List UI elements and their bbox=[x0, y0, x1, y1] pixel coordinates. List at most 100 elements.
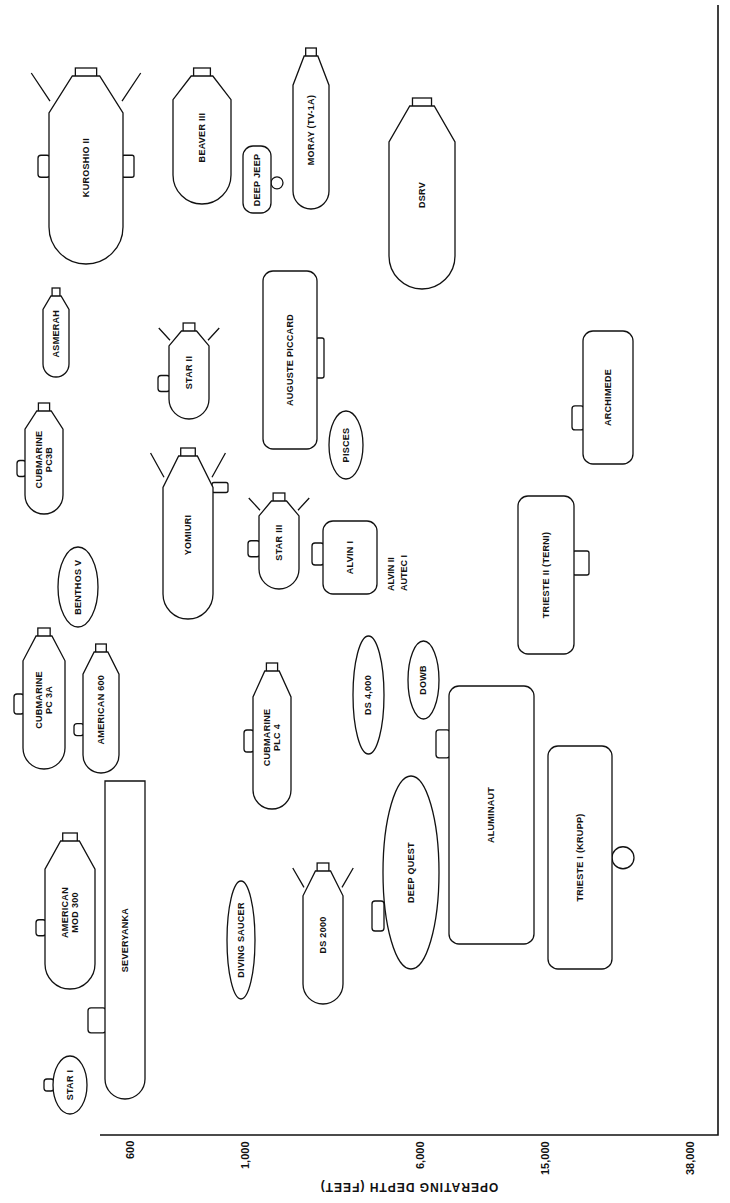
axis-title: OPERATING DEPTH (FEET) bbox=[320, 1180, 498, 1194]
submersible: DEEP QUEST bbox=[382, 775, 440, 970]
depth-tick-label: 38,000 bbox=[684, 1141, 696, 1175]
sail bbox=[38, 155, 50, 177]
axis-line bbox=[100, 5, 718, 1135]
hull-outline bbox=[323, 521, 377, 594]
depth-tick-label: 6,000 bbox=[414, 1141, 426, 1169]
vehicle-name: DIVING SAUCER bbox=[236, 902, 246, 977]
vehicle-name: CUBMARINE PC3B bbox=[34, 430, 55, 490]
vehicle-name: ARCHIMEDE bbox=[603, 369, 613, 426]
submersible: PISCES bbox=[328, 410, 364, 480]
submersible: DS 4,000 bbox=[352, 635, 385, 755]
submersible: TRIESTE II (TERNI) bbox=[517, 495, 575, 655]
vehicle-name: PISCES bbox=[341, 428, 351, 463]
submersible: ASMERAH bbox=[42, 290, 70, 378]
hull-outline bbox=[83, 652, 119, 773]
gondola bbox=[271, 177, 283, 189]
hull-outline bbox=[253, 671, 291, 809]
submersible: YOMIURI bbox=[162, 450, 214, 620]
vehicle-name: ALVIN I bbox=[345, 541, 355, 574]
gondola bbox=[612, 847, 634, 869]
submersible: DIVING SAUCER bbox=[226, 880, 256, 1000]
hull-outline bbox=[449, 686, 534, 944]
submersible: BENTHOS V bbox=[57, 546, 99, 628]
sail bbox=[572, 406, 584, 430]
hull-outline bbox=[353, 636, 384, 754]
hull-outline bbox=[169, 331, 209, 419]
sail bbox=[248, 541, 260, 557]
vehicle-name: BENTHOS V bbox=[73, 560, 83, 615]
keel bbox=[212, 483, 228, 493]
submersible: AMERICAN MOD 300 bbox=[44, 835, 96, 990]
submersible: STAR III bbox=[258, 495, 300, 590]
vehicle-name: DSRV bbox=[417, 182, 427, 208]
hull-outline bbox=[293, 56, 329, 209]
vehicle-name: DEEP QUEST bbox=[406, 842, 416, 903]
hull-outline bbox=[49, 76, 123, 264]
hull-outline bbox=[163, 456, 213, 619]
hull-outline bbox=[408, 641, 439, 719]
hull-outline bbox=[45, 841, 95, 989]
hull-outline bbox=[259, 501, 299, 589]
vehicle-variant-label: ALVIN II bbox=[386, 557, 396, 591]
submersible: ALUMINAUT bbox=[448, 685, 535, 945]
hull-outline bbox=[53, 1056, 87, 1114]
sail bbox=[312, 543, 324, 565]
vehicle-name: STAR II bbox=[184, 356, 194, 389]
vehicle-name: BEAVER III bbox=[197, 113, 207, 163]
submersible: KUROSHIO II bbox=[48, 70, 124, 265]
vehicle-name: AUGUSTE PICCARD bbox=[285, 314, 295, 406]
hull-outline bbox=[227, 881, 255, 999]
vehicle-name: ASMERAH bbox=[51, 310, 61, 358]
submersible: BEAVER III bbox=[172, 70, 232, 205]
keel bbox=[122, 155, 134, 177]
sail bbox=[158, 376, 170, 392]
submersible: STAR I bbox=[52, 1055, 88, 1115]
hull-outline bbox=[583, 331, 633, 464]
hull-outline bbox=[58, 547, 98, 627]
submersible: CUBMARINE PC 3A bbox=[22, 630, 66, 770]
hull-outline bbox=[383, 776, 439, 969]
submersible: TRIESTE I (KRUPP) bbox=[547, 745, 613, 970]
submersible: MORAY (TV-1A) bbox=[292, 50, 330, 210]
submersible: CUBMARINE PLC 4 bbox=[252, 665, 292, 810]
submersible: DSRV bbox=[388, 100, 456, 290]
sail bbox=[372, 901, 384, 931]
vehicle-name: ALUMINAUT bbox=[486, 787, 496, 843]
submersible: STAR II bbox=[168, 325, 210, 420]
vehicle-name: CUBMARINE PC 3A bbox=[34, 670, 55, 730]
hull-outline bbox=[105, 781, 145, 1099]
vehicle-name: DS 4,000 bbox=[363, 675, 373, 715]
vehicle-name: YOMIURI bbox=[183, 515, 193, 556]
vehicle-variant-label: AUTEC I bbox=[399, 555, 409, 591]
hull-outline bbox=[25, 411, 63, 514]
vehicle-name: DOWB bbox=[418, 665, 428, 695]
submersible: DS 2000 bbox=[302, 865, 344, 1005]
submersible: SEVERYANKA bbox=[104, 780, 146, 1100]
hull-outline bbox=[243, 147, 271, 214]
vehicle-name: KUROSHIO II bbox=[81, 138, 91, 197]
submersible: CUBMARINE PC3B bbox=[24, 405, 64, 515]
submersible: AUGUSTE PICCARD bbox=[262, 270, 318, 450]
vehicle-name: SEVERYANKA bbox=[120, 908, 130, 972]
depth-tick-label: 600 bbox=[124, 1141, 136, 1159]
submersible: DEEP JEEP bbox=[242, 146, 272, 215]
hull-outline bbox=[23, 636, 65, 769]
vehicle-name: MORAY (TV-1A) bbox=[306, 95, 316, 165]
hull-outline bbox=[548, 746, 612, 969]
vehicle-name: STAR I bbox=[65, 1070, 75, 1101]
hull-outline bbox=[173, 76, 231, 204]
submersible: ARCHIMEDE bbox=[582, 330, 634, 465]
vehicle-name: TRIESTE I (KRUPP) bbox=[575, 813, 585, 901]
hull-outline bbox=[303, 871, 343, 1004]
hull-outline bbox=[263, 271, 317, 449]
hull-outline bbox=[43, 296, 69, 377]
vehicle-name: AMERICAN MOD 300 bbox=[60, 885, 81, 940]
keel bbox=[573, 551, 589, 575]
hull-outline bbox=[389, 106, 455, 289]
vehicle-name: TRIESTE II (TERNI) bbox=[541, 532, 551, 618]
hull-outline bbox=[329, 411, 363, 479]
vehicle-name: AMERICAN 600 bbox=[96, 675, 106, 745]
depth-tick-label: 15,000 bbox=[539, 1141, 551, 1175]
vehicle-name: DS 2000 bbox=[318, 916, 328, 953]
